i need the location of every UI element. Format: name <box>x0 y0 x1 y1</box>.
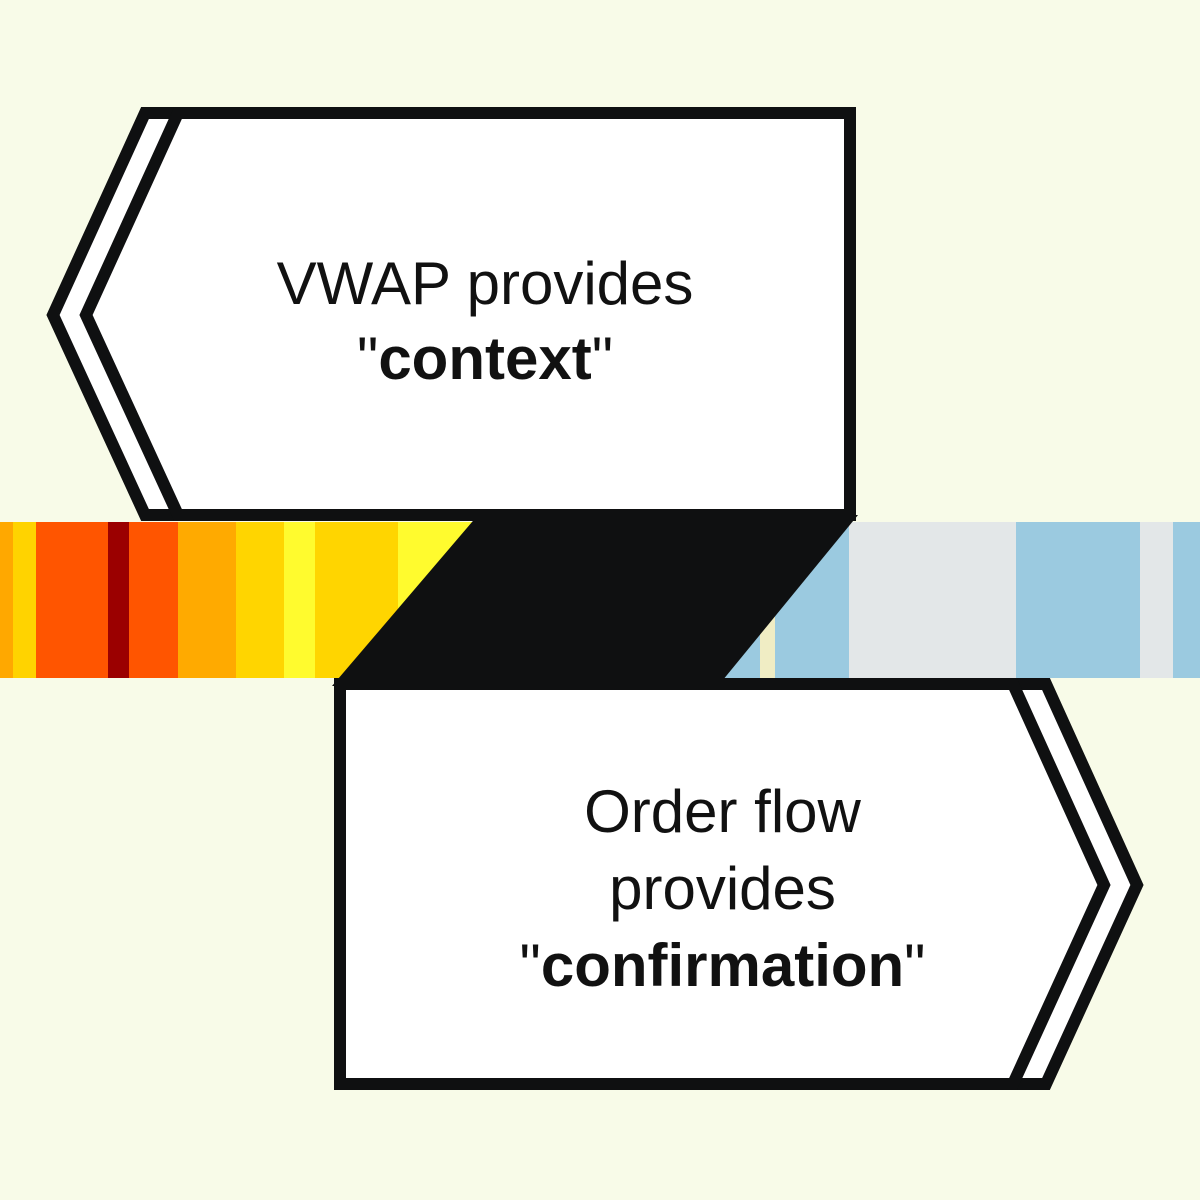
bottom-arrow-emphasis: confirmation <box>540 932 905 999</box>
stripe-bright-yellow <box>284 522 316 678</box>
connector-parallelogram <box>332 515 858 686</box>
bottom-arrow-box <box>334 678 1111 1090</box>
quote-close: " <box>904 932 926 999</box>
stripe-yellow <box>236 522 285 678</box>
stripe-orange <box>178 522 237 678</box>
top-arrow-emphasis: context <box>378 325 592 392</box>
quote-open: " <box>519 932 541 999</box>
bottom-arrow-emphasis-line: "confirmation" <box>420 934 1025 997</box>
bottom-arrow <box>334 678 1144 1090</box>
top-arrow-emphasis-line: "context" <box>185 321 785 396</box>
bottom-arrow-line2: provides <box>609 855 836 922</box>
stripe-orange <box>0 522 14 678</box>
stripe-light-gray <box>1140 522 1174 678</box>
quote-close: " <box>591 325 613 392</box>
bottom-arrow-label: Order flow provides "confirmation" <box>420 780 1025 1011</box>
bottom-arrow-line1: Order flow <box>584 778 861 845</box>
top-arrow-box <box>79 107 856 521</box>
stripe-yellow <box>13 522 37 678</box>
stripe-orange-red <box>129 522 179 678</box>
stripe-blue <box>1173 522 1200 678</box>
stripe-blue <box>1016 522 1141 678</box>
top-arrow-line1: VWAP provides <box>276 250 694 317</box>
stripe-dark-red <box>108 522 130 678</box>
quote-open: " <box>357 325 379 392</box>
stripe-orange-red <box>36 522 109 678</box>
top-arrow <box>46 107 856 521</box>
stripe-light-gray <box>849 522 1017 678</box>
top-arrow-label: VWAP provides "context" <box>185 246 785 396</box>
